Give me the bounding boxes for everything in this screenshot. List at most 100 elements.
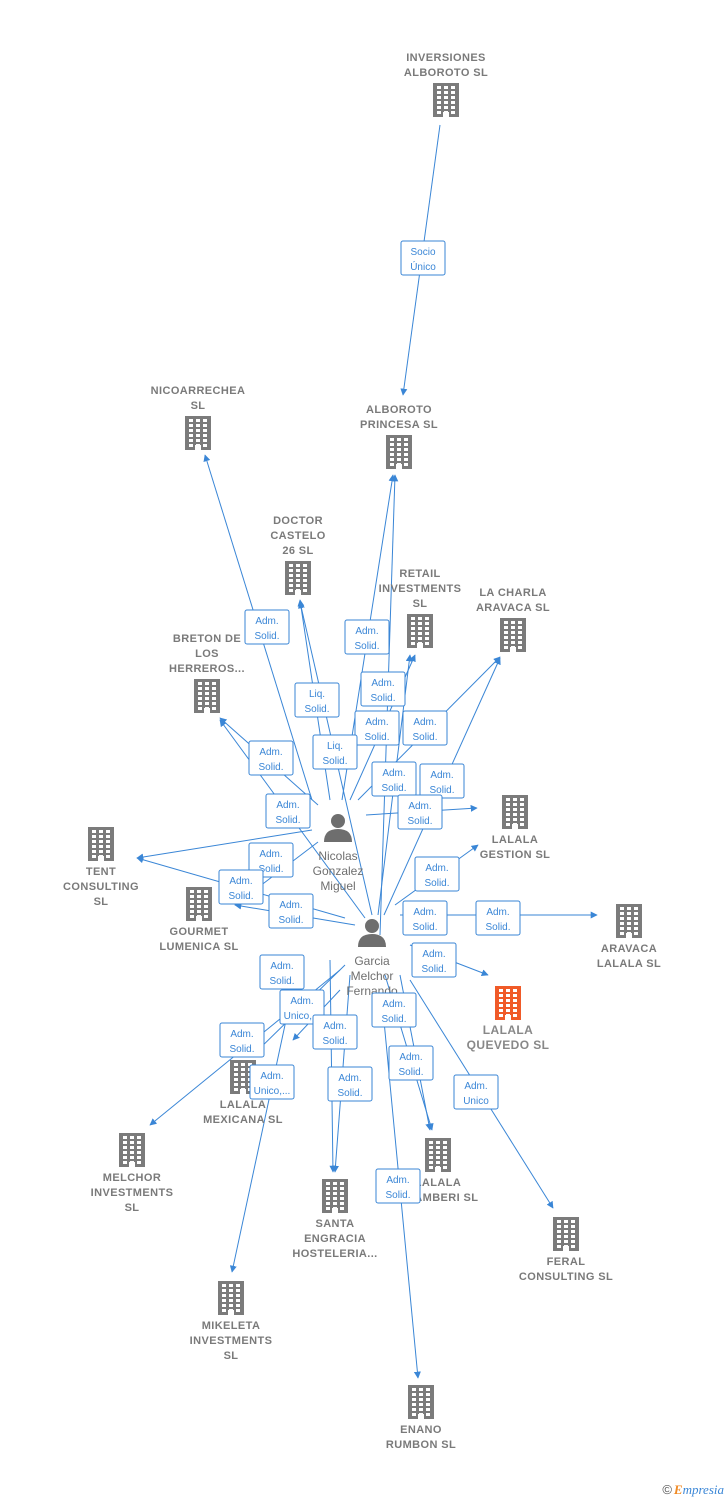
company-name-line: ALBOROTO SL (404, 67, 488, 79)
company-name-line: MIKELETA (202, 1320, 261, 1332)
relation-label-r5[interactable]: Adm.Solid. (354, 710, 400, 746)
relation-label-r8[interactable]: Adm.Solid. (402, 710, 448, 746)
relation-label-r12[interactable]: Adm.Solid. (397, 794, 443, 830)
company-name-line: NICOARRECHEA (151, 385, 246, 397)
company-name-line: INVESTMENTS (379, 583, 462, 595)
building-icon (285, 561, 311, 595)
brand-logo-text: mpresia (682, 1482, 724, 1497)
person-name-line: Melchor (351, 969, 394, 983)
relation-label-r10[interactable]: Adm.Solid. (419, 763, 465, 799)
relation-label-r9[interactable]: Adm.Solid. (371, 761, 417, 797)
company-name-line: CASTELO (270, 530, 325, 542)
company-name-line: LALALA (492, 834, 538, 846)
company-name-line: ENANO (400, 1424, 442, 1436)
relation-label-r11[interactable]: Adm. Solid. (265, 793, 311, 829)
relation-label-line: Adm. (399, 1052, 422, 1063)
relation-label-r20[interactable]: Adm.Solid. (411, 942, 457, 978)
person-name-line: Garcia (354, 954, 390, 968)
relation-label-r6[interactable]: Liq.Solid. (312, 734, 358, 770)
company-name-line: 26 SL (282, 545, 313, 557)
relation-label-r17[interactable]: Adm.Solid. (402, 900, 448, 936)
company-name-line: FERAL (547, 1256, 586, 1268)
company-name-line: LALALA (220, 1099, 266, 1111)
company-name-line: MEXICANA SL (203, 1114, 283, 1126)
company-name-line: DOCTOR (273, 515, 323, 527)
relation-label-line: Adm. (276, 800, 299, 811)
relation-label-r27[interactable]: Adm.Solid. (327, 1066, 373, 1102)
relation-label-r29[interactable]: Adm.Solid. (375, 1168, 421, 1204)
relation-label-r16[interactable]: Adm.Solid. (268, 893, 314, 929)
relation-label-line: Solid. (269, 976, 294, 987)
company-node-inversiones[interactable]: INVERSIONES ALBOROTO SL (404, 52, 488, 117)
relation-label-line: Solid. (254, 631, 279, 642)
relation-label-line: Solid. (398, 1067, 423, 1078)
company-node-doctor[interactable]: DOCTOR CASTELO 26 SL (270, 515, 325, 595)
company-name-line: INVERSIONES (406, 52, 486, 64)
relation-label-line: Solid. (412, 922, 437, 933)
person-name-line: Gonzalez (313, 864, 364, 878)
relation-label-line: Adm. (464, 1081, 487, 1092)
building-icon (194, 679, 220, 713)
relation-label-r7[interactable]: Adm.Solid. (248, 740, 294, 776)
relation-label-line: Solid. (278, 915, 303, 926)
relation-label-r15[interactable]: Adm.Solid. (414, 856, 460, 892)
relation-label-r4[interactable]: Adm.Solid. (360, 671, 406, 707)
person-icon (358, 919, 386, 947)
relation-label-r13[interactable]: Adm.Solid. (248, 842, 294, 878)
relation-label-r25[interactable]: Adm.Solid. (371, 992, 417, 1028)
company-name-line: ALBOROTO (366, 404, 432, 416)
relation-label-line: Adm. (413, 717, 436, 728)
company-name-line: ENGRACIA (304, 1233, 366, 1245)
company-node-santa[interactable]: SANTAENGRACIAHOSTELERIA... (292, 1179, 377, 1260)
relation-label-r2[interactable]: Adm.Solid. (344, 619, 390, 655)
relation-label-line: Adm. (270, 961, 293, 972)
relation-label-line: Solid. (275, 815, 300, 826)
person-name-line: Miguel (320, 879, 355, 893)
relation-label-r18[interactable]: Adm.Solid. (475, 900, 521, 936)
relation-label-r22[interactable]: Adm.Unico,... (249, 1064, 295, 1100)
relation-label-line: Solid. (385, 1190, 410, 1201)
relation-label-line: Adm. (290, 996, 313, 1007)
relation-label-r14[interactable]: Adm.Solid. (218, 869, 264, 905)
building-icon (433, 83, 459, 117)
relation-label-r3[interactable]: Liq. Solid. (294, 682, 340, 718)
company-name-line: ARAVACA (601, 943, 657, 955)
company-node-breton[interactable]: BRETON DELOSHERREROS... (169, 633, 245, 713)
relation-label-r26[interactable]: Adm. Solid. (388, 1045, 434, 1081)
relation-label-r28[interactable]: Adm.Unico (453, 1074, 499, 1110)
relation-label-line: Solid. (304, 704, 329, 715)
relation-label-line: Solid. (322, 756, 347, 767)
relation-label-r19[interactable]: Adm. Solid. (259, 954, 305, 990)
relation-label-line: Liq. (309, 689, 325, 700)
relation-label-r1[interactable]: Adm.Solid. (244, 609, 290, 645)
company-name-line: SANTA (315, 1218, 354, 1230)
building-icon (185, 416, 211, 450)
building-icon (495, 986, 521, 1020)
relation-label-line: Solid. (337, 1088, 362, 1099)
relation-label-line: Adm. (259, 747, 282, 758)
brand-footer[interactable]: ©Empresia (662, 1482, 724, 1498)
relation-label-r24[interactable]: Adm.Solid. (312, 1014, 358, 1050)
relation-label-line: Solid. (421, 964, 446, 975)
relation-label-r21[interactable]: Adm.Solid. (219, 1022, 265, 1058)
relation-label-line: Adm. (371, 678, 394, 689)
building-icon (88, 827, 114, 861)
building-icon (408, 1385, 434, 1419)
